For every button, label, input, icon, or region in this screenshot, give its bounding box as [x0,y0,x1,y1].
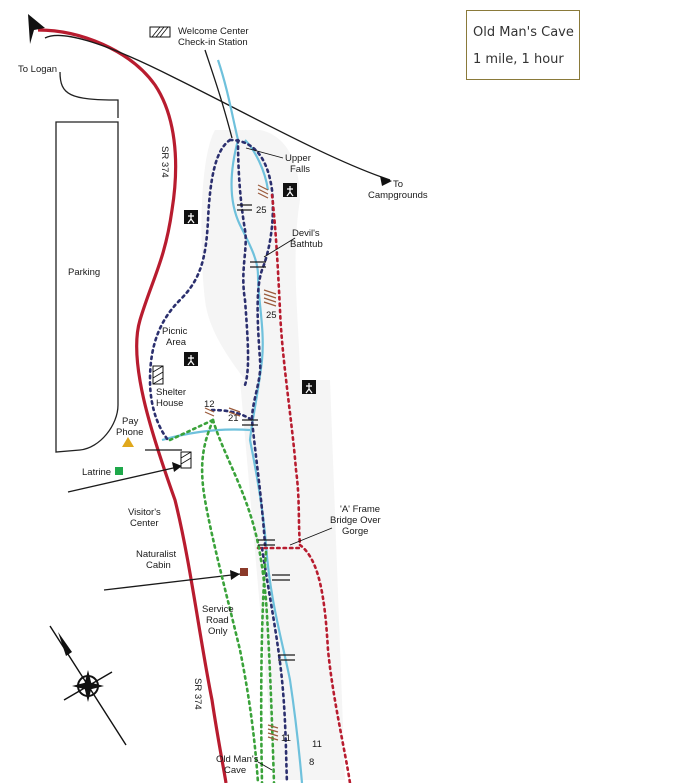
access-roads [44,34,391,591]
stair-count: 21 [228,413,239,424]
stair-count: 12 [204,399,215,410]
label-latrine: Latrine [82,467,111,478]
shelter-icon [152,365,164,385]
label-road-north: SR 374 [159,146,170,178]
stair-count: 11 [281,733,291,744]
north-arrow-icon [28,14,45,44]
compass-rose-icon [49,625,127,746]
trail-red [256,193,352,783]
trail-name: Old Man's Cave [473,25,574,40]
label-road-south: SR 374 [192,678,203,710]
trail-blue [148,138,289,783]
hiker-icon [283,183,297,197]
trail-green [168,418,276,783]
welcome-center-icon [149,26,171,38]
road-sr-374 [37,28,228,783]
trail-length-duration: 1 mile, 1 hour [473,52,564,67]
trail-info-box: Old Man's Cave 1 mile, 1 hour [466,10,580,80]
label-parking: Parking [68,267,100,278]
stair-counts: 25 25 12 21 11 11 8 [204,205,322,768]
hiker-icon [184,210,198,224]
visitors-center-icon [180,451,192,469]
gorge-stipple [201,130,345,780]
stair-count: 25 [256,205,267,216]
road-arrowheads [172,176,392,580]
naturalist-cabin-icon [240,568,248,576]
hiker-icon [184,352,198,366]
stair-count: 25 [266,310,277,321]
pay-phone-icon [122,437,134,447]
hiker-icon [302,380,316,394]
stair-count: 11 [312,739,322,750]
bridges [237,204,295,661]
parking-lot [55,71,119,453]
stair-count: 8 [309,757,314,768]
latrine-icon [115,467,123,475]
leader-lines [245,147,333,771]
stairs [204,184,279,741]
label-to-logan: To Logan [18,64,57,75]
